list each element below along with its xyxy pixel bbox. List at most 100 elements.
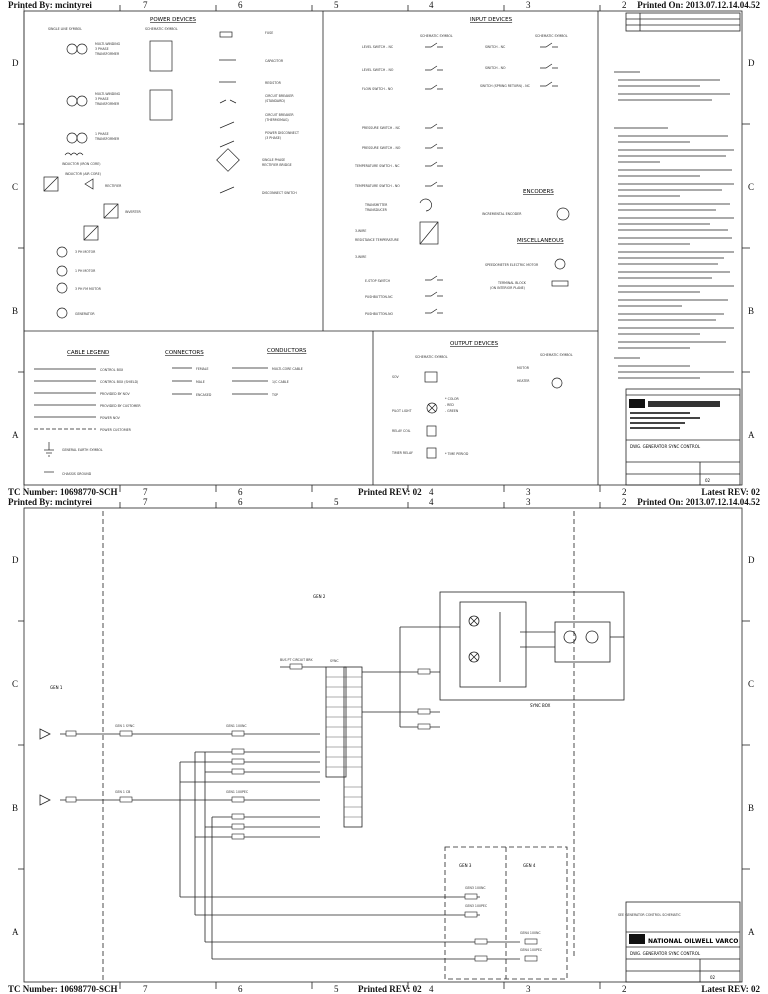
svg-text:INVERTER: INVERTER: [125, 210, 141, 214]
svg-text:FLOW SWITCH - NO: FLOW SWITCH - NO: [362, 87, 393, 91]
zone-row: B: [748, 306, 755, 316]
svg-text:PUSHBUTTON-NC: PUSHBUTTON-NC: [365, 295, 393, 299]
svg-text:PRESSURE SWITCH - NC: PRESSURE SWITCH - NC: [362, 126, 401, 130]
zone-row: C: [748, 182, 755, 192]
svg-text:DISCONNECT SWITCH: DISCONNECT SWITCH: [262, 191, 297, 195]
svg-text:TRANSDUCER: TRANSDUCER: [364, 208, 388, 212]
svg-text:LEVEL SWITCH - NC: LEVEL SWITCH - NC: [362, 45, 394, 49]
cable-legend-title: CABLE LEGEND: [67, 350, 109, 356]
encoders-title: ENCODERS: [523, 189, 554, 195]
svg-text:TRANSFORMER: TRANSFORMER: [94, 102, 120, 106]
svg-text:MULTI-WINDING: MULTI-WINDING: [95, 42, 121, 46]
svg-text:3 PHASE: 3 PHASE: [95, 47, 109, 51]
svg-text:MALE: MALE: [196, 380, 205, 384]
svg-text:RESISTOR: RESISTOR: [265, 81, 282, 85]
zone-col: 4: [429, 984, 434, 994]
svg-text:PROVIDED BY CUSTOMER: PROVIDED BY CUSTOMER: [100, 404, 141, 408]
zone-col: 3: [526, 0, 531, 10]
svg-text:(3 PHASE): (3 PHASE): [265, 136, 281, 140]
zone-row: D: [748, 555, 755, 565]
zone-col: 3: [526, 487, 531, 497]
sync-box-label: SYNC BOX: [530, 703, 551, 708]
svg-text:PILOT LIGHT: PILOT LIGHT: [392, 409, 412, 413]
svg-text:PROVIDED BY NOV: PROVIDED BY NOV: [100, 392, 130, 396]
svg-text:SCHEMATIC SYMBOL: SCHEMATIC SYMBOL: [145, 27, 178, 31]
zone-col: 4: [429, 497, 434, 507]
printed-rev: Printed REV: 02: [358, 487, 422, 497]
svg-text:SOV: SOV: [392, 375, 399, 379]
svg-text:SWITCH - NC: SWITCH - NC: [485, 45, 506, 49]
zone-row: C: [12, 182, 19, 192]
company-name: NATIONAL OILWELL VARCO: [648, 938, 738, 945]
svg-text:TRANSFORMER: TRANSFORMER: [94, 137, 120, 141]
svg-text:RECTIFIER BRIDGE: RECTIFIER BRIDGE: [262, 163, 292, 167]
gen2-label: GEN 2: [313, 594, 326, 599]
zone-row: B: [748, 803, 755, 813]
svg-text:RESISTANCE TEMPERATURE: RESISTANCE TEMPERATURE: [355, 238, 399, 242]
svg-text:GEN1 100PEC: GEN1 100PEC: [226, 790, 249, 794]
svg-text:CIRCUIT BREAKER: CIRCUIT BREAKER: [265, 113, 294, 117]
svg-text:SINGLE LINE SYMBOL: SINGLE LINE SYMBOL: [48, 27, 82, 31]
svg-text:POWER CUSTOMER: POWER CUSTOMER: [100, 428, 132, 432]
gen1-label: GEN 1: [50, 685, 63, 690]
svg-text:ENCASED: ENCASED: [196, 393, 212, 397]
zone-col: 5: [334, 497, 339, 507]
svg-text:- RED: - RED: [445, 403, 454, 407]
zone-col: 6: [238, 984, 243, 994]
svg-text:TERMINAL BLOCK: TERMINAL BLOCK: [497, 281, 527, 285]
gen4-label: GEN 4: [523, 863, 536, 868]
drawing-rev: 02: [710, 975, 716, 980]
svg-text:RELAY COIL: RELAY COIL: [392, 429, 411, 433]
svg-text:GEN3 100NC: GEN3 100NC: [465, 886, 486, 890]
svg-text:CONTROL BOX (SHIELD): CONTROL BOX (SHIELD): [100, 380, 138, 384]
zone-row: C: [12, 679, 19, 689]
zone-col: 3: [526, 497, 531, 507]
output-devices-title: OUTPUT DEVICES: [450, 341, 499, 347]
zone-col: 2: [622, 497, 627, 507]
misc-title: MISCELLANEOUS: [517, 238, 564, 244]
svg-text:BUS PT CIRCUIT BRK: BUS PT CIRCUIT BRK: [280, 658, 314, 662]
zone-col: 7: [143, 487, 148, 497]
legend-rev-text: 02: [705, 478, 711, 483]
printed-by: Printed By: mcintyrei: [8, 0, 92, 10]
zone-col: 7: [143, 0, 148, 10]
zone-row: C: [748, 679, 755, 689]
legend-sheet: Printed By: mcintyrei Printed On: 2013.0…: [8, 0, 760, 497]
zone-col: 5: [334, 0, 339, 10]
svg-text:TIMER RELAY: TIMER RELAY: [391, 451, 413, 455]
input-devices-title: INPUT DEVICES: [470, 17, 513, 23]
svg-text:* TIME PERIOD: * TIME PERIOD: [445, 452, 469, 456]
legend-title-text: DWG. GENERATOR SYNC CONTROL: [630, 444, 701, 449]
svg-text:INDUCTOR (IRON CORE): INDUCTOR (IRON CORE): [62, 162, 101, 166]
svg-text:* COLOR: * COLOR: [445, 397, 460, 401]
svg-text:SEE GENERATOR CONTROL SCHEMATI: SEE GENERATOR CONTROL SCHEMATIC: [618, 913, 681, 917]
svg-text:(STANDARD): (STANDARD): [265, 99, 285, 103]
svg-text:GEN4 100NC: GEN4 100NC: [520, 931, 541, 935]
zone-col: 4: [429, 487, 434, 497]
zone-col: 6: [238, 487, 243, 497]
svg-text:INDUCTOR (AIR CORE): INDUCTOR (AIR CORE): [65, 172, 101, 176]
printed-on: Printed On: 2013.07.12.14.04.52: [637, 0, 760, 10]
svg-text:FUSE: FUSE: [265, 31, 273, 35]
zone-col: 5: [334, 984, 339, 994]
power-devices-title: POWER DEVICES: [150, 17, 197, 23]
svg-text:GENERAL EARTH SYMBOL: GENERAL EARTH SYMBOL: [62, 448, 103, 452]
svg-text:1/C CABLE: 1/C CABLE: [272, 380, 289, 384]
printed-by: Printed By: mcintyrei: [8, 497, 92, 507]
zone-row: A: [12, 430, 19, 440]
zone-col: 7: [143, 497, 148, 507]
svg-text:GEN 1 CB: GEN 1 CB: [115, 790, 130, 794]
zone-col: 7: [143, 984, 148, 994]
zone-row: A: [748, 927, 755, 937]
zone-row: D: [12, 555, 19, 565]
zone-col: 3: [526, 984, 531, 994]
zone-col: 2: [622, 0, 627, 10]
svg-text:SPEEDOMETER ELECTRIC MOTOR: SPEEDOMETER ELECTRIC MOTOR: [485, 263, 539, 267]
zone-col: 6: [238, 497, 243, 507]
zone-row: D: [12, 58, 19, 68]
svg-text:(THERMOMAG): (THERMOMAG): [265, 118, 289, 122]
tc-number: TC Number: 10698770-SCH: [8, 487, 118, 497]
zone-row: A: [748, 430, 755, 440]
svg-text:CHASSIS GROUND: CHASSIS GROUND: [62, 472, 92, 476]
